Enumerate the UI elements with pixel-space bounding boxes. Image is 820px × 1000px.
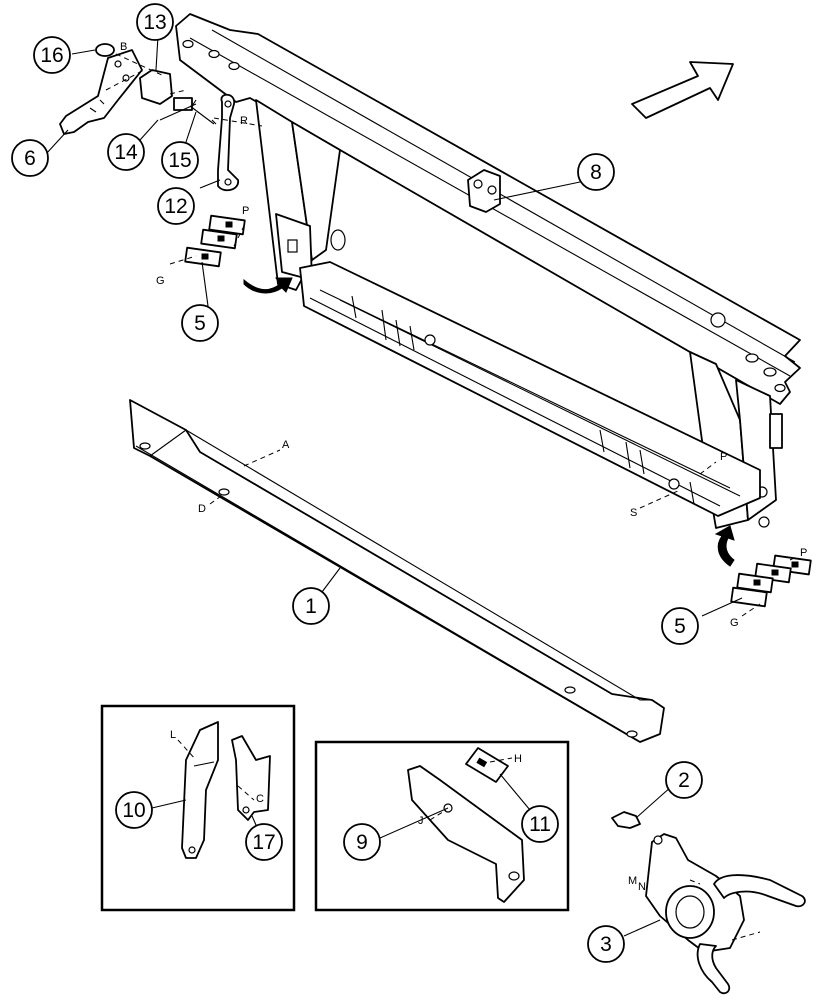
- callout-3: 3: [587, 925, 625, 963]
- dashed-lines: [105, 53, 799, 941]
- letter-A: A: [282, 439, 290, 451]
- pin-part-15: [189, 105, 217, 125]
- handle-part-6: [59, 49, 143, 135]
- callout-2: 2: [665, 761, 703, 799]
- callout-12: 12: [157, 187, 195, 225]
- arrow-lower: [714, 525, 735, 567]
- callout-14: 14: [107, 133, 145, 171]
- inset-middle: [314, 740, 570, 912]
- callout-13: 13: [136, 3, 174, 41]
- reference-letters: B R P G A D P S P G L C H J M N: [120, 41, 807, 893]
- callout-16: 16: [33, 36, 71, 74]
- letter-L: L: [170, 729, 176, 741]
- callout-11: 11: [521, 805, 559, 843]
- bracket-part-13: [139, 69, 173, 105]
- callout-5-lower: 5: [661, 607, 699, 645]
- ring-part-16: [95, 43, 115, 57]
- callout-17-label: 17: [252, 831, 275, 854]
- letter-J: J: [418, 815, 424, 827]
- callout-1-label: 1: [305, 595, 317, 618]
- callout-5-upper-label: 5: [194, 312, 206, 335]
- letter-G-upper: G: [156, 275, 165, 287]
- callout-1: 1: [292, 587, 330, 625]
- callout-8-label: 8: [590, 161, 602, 184]
- callout-15-label: 15: [168, 149, 191, 172]
- shim-pack-lower: [730, 554, 812, 608]
- hitch-part-3: [645, 833, 806, 995]
- callout-9-label: 9: [356, 831, 368, 854]
- letter-P-right: P: [720, 451, 727, 463]
- link-part-12: [217, 93, 239, 192]
- callout-17: 17: [245, 823, 283, 861]
- callout-2-label: 2: [678, 769, 690, 792]
- callout-5-lower-label: 5: [674, 615, 686, 638]
- frame-part-8: [175, 13, 801, 529]
- letter-H: H: [514, 753, 522, 765]
- letter-P-upper: P: [242, 205, 249, 217]
- leader-lines: [45, 35, 743, 937]
- callout-12-label: 12: [164, 195, 187, 218]
- letter-G-lower: G: [730, 617, 739, 629]
- callout-3-label: 3: [600, 933, 612, 956]
- callout-11-label: 11: [529, 813, 551, 836]
- shim-pack-upper: [184, 214, 246, 268]
- plate-part-17: [231, 735, 271, 821]
- callout-16-label: 16: [40, 44, 63, 67]
- callout-13-label: 13: [143, 11, 166, 34]
- callout-6: 6: [11, 139, 49, 177]
- plate-part-11: [465, 747, 509, 783]
- bracket-part-9: [407, 765, 525, 903]
- bar-part-1: [129, 399, 665, 743]
- callout-14-label: 14: [114, 141, 138, 164]
- callout-9: 9: [343, 823, 381, 861]
- letter-S: S: [630, 507, 637, 519]
- callout-8: 8: [577, 153, 615, 191]
- direction-arrow: [631, 61, 734, 119]
- arrow-upper: [243, 277, 293, 294]
- letter-P-lower: P: [800, 547, 807, 559]
- letter-M: M: [628, 875, 637, 887]
- letter-R: R: [240, 115, 248, 127]
- callout-5-upper: 5: [181, 304, 219, 342]
- clip-part-2: [611, 811, 641, 829]
- letter-N: N: [638, 881, 646, 893]
- callout-15: 15: [161, 141, 199, 179]
- callouts: 16 13 6 14 15 12 8 5: [11, 3, 703, 963]
- callout-10-label: 10: [122, 799, 145, 822]
- inset-left: [100, 704, 296, 912]
- callout-10: 10: [115, 791, 153, 829]
- plate-part-10: [181, 721, 219, 859]
- letter-C: C: [256, 793, 264, 805]
- letter-B: B: [120, 41, 127, 53]
- callout-6-label: 6: [24, 147, 36, 170]
- letter-D: D: [198, 503, 206, 515]
